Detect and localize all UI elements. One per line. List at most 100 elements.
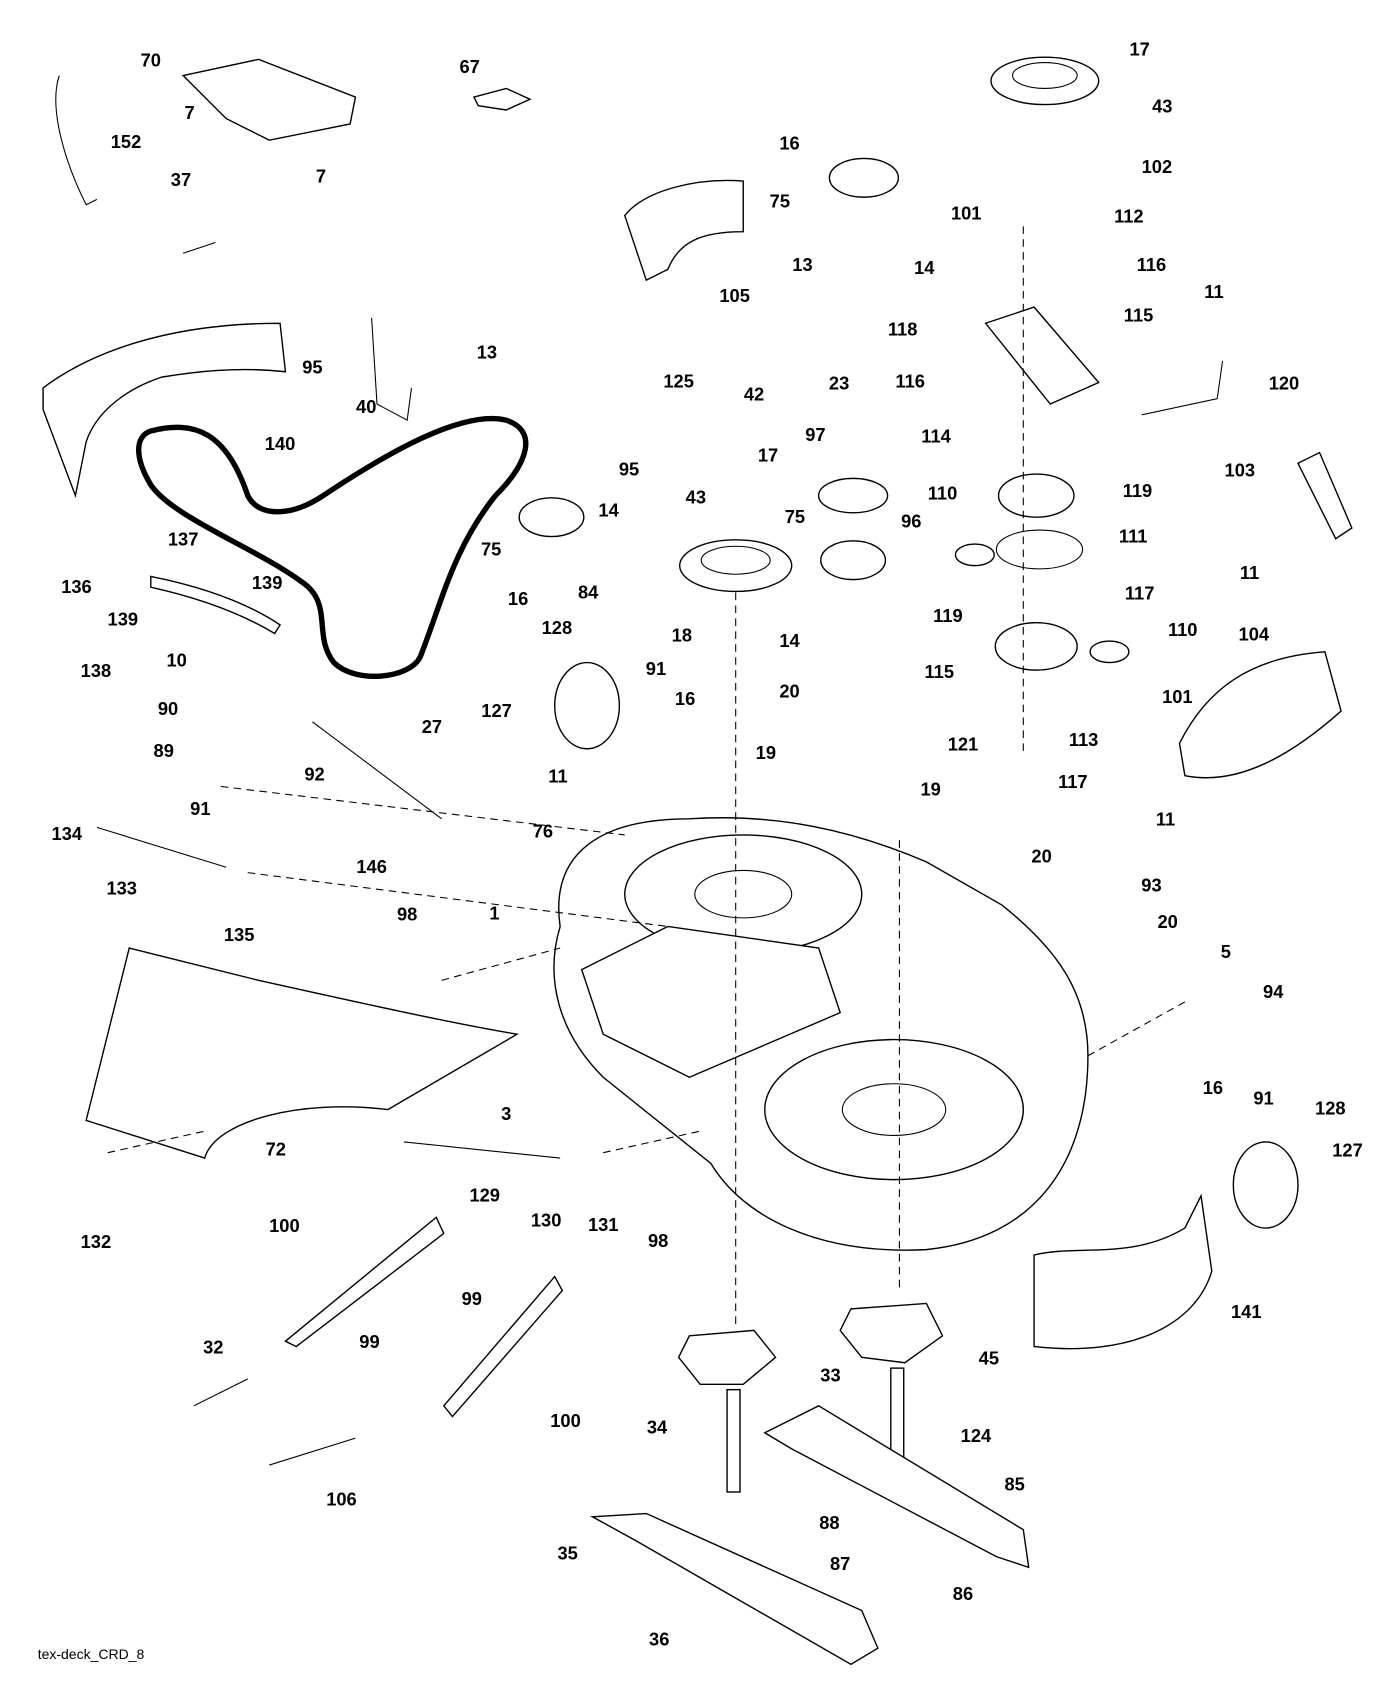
callout-label: 134 [52, 823, 83, 844]
rod-92 [312, 721, 442, 820]
callout-label: 43 [1152, 96, 1172, 117]
link-120 [1141, 360, 1224, 416]
callout-label: 36 [649, 1628, 669, 1649]
callout-label: 94 [1263, 981, 1284, 1002]
callout-label: 96 [901, 510, 921, 531]
callout-label: 11 [548, 766, 567, 787]
spring-32 [193, 1378, 248, 1407]
callout-label: 125 [663, 370, 694, 391]
callout-label: 75 [785, 506, 805, 527]
callout-label: 67 [459, 56, 479, 77]
callout-label: 32 [203, 1337, 223, 1358]
callout-label: 13 [792, 254, 812, 275]
callout-label: 133 [106, 878, 137, 899]
callout-label: 128 [1315, 1097, 1346, 1118]
callout-label: 119 [1123, 480, 1153, 501]
callout-label: 101 [1162, 686, 1193, 707]
bracket-70 [181, 58, 357, 141]
callout-label: 76 [533, 821, 553, 842]
callout-label: 16 [675, 688, 695, 709]
callout-label: 20 [779, 681, 799, 702]
callout-label: 11 [1156, 809, 1175, 830]
callout-label: 40 [356, 396, 376, 417]
callout-label: 5 [1221, 941, 1231, 962]
spindle-housing-45 [839, 1302, 944, 1364]
handle-67 [472, 87, 532, 111]
gear-119-top [997, 473, 1075, 518]
callout-label: 91 [646, 658, 666, 679]
callout-label: 106 [326, 1488, 357, 1509]
spindle-housing-33 [677, 1329, 777, 1385]
spring-152 [182, 241, 216, 254]
diagram-id-caption: tex-deck_CRD_8 [38, 1646, 145, 1662]
guard-103 [1297, 451, 1353, 540]
callout-label: 127 [481, 700, 512, 721]
rod-129 [403, 1141, 561, 1159]
rod-134 [96, 826, 227, 868]
callout-label: 141 [1231, 1301, 1262, 1322]
callout-label: 91 [190, 798, 210, 819]
gear-110-right [1089, 640, 1130, 664]
callout-label: 35 [557, 1542, 577, 1563]
callout-label: 132 [81, 1231, 112, 1252]
callout-label: 16 [1203, 1077, 1223, 1098]
callout-label: 14 [914, 257, 935, 278]
callout-label: 117 [1125, 583, 1155, 604]
callout-label: 146 [356, 856, 387, 877]
callout-label: 17 [1129, 39, 1149, 60]
lift-arm-99-upper [284, 1216, 445, 1348]
callout-label: 116 [895, 370, 925, 391]
callout-label: 86 [953, 1583, 973, 1604]
deck-baffle [580, 925, 842, 1079]
callout-label: 135 [224, 924, 255, 945]
rod-40 [371, 317, 413, 422]
callout-label: 110 [1168, 619, 1198, 640]
callout-label: 16 [779, 132, 799, 153]
callout-label: 111 [1119, 525, 1148, 546]
callout-label: 14 [779, 630, 800, 651]
callout-label: 103 [1225, 460, 1256, 481]
callout-label: 18 [672, 625, 692, 646]
callout-label: 3 [501, 1103, 511, 1124]
callout-label: 139 [108, 608, 139, 629]
idler-pulley-75-right [820, 540, 887, 581]
hose-138 [150, 575, 282, 635]
blade-85 [763, 1405, 1030, 1569]
callout-label: 99 [359, 1331, 379, 1352]
callout-label: 33 [820, 1365, 840, 1386]
idler-pulley-75-top [828, 157, 900, 198]
gear-119-bottom [994, 622, 1078, 671]
gauge-wheel-right [1232, 1141, 1299, 1229]
callout-label: 42 [744, 383, 764, 404]
blade-35 [589, 1512, 879, 1666]
callout-label: 100 [550, 1410, 581, 1431]
idler-pulley-97 [817, 477, 889, 514]
callout-label: 75 [770, 190, 790, 211]
callout-label: 37 [171, 169, 191, 190]
callout-label: 19 [920, 779, 940, 800]
callout-label: 101 [951, 202, 982, 223]
callout-label: 95 [619, 459, 639, 480]
callout-label: 137 [168, 529, 199, 550]
callout-label: 115 [925, 661, 955, 682]
callout-label: 97 [805, 424, 825, 445]
callout-label: 16 [508, 588, 528, 609]
callout-label: 99 [462, 1288, 482, 1309]
callout-label: 136 [61, 576, 92, 597]
callout-label: 91 [1253, 1088, 1273, 1109]
callout-label: 11 [1240, 562, 1259, 583]
callout-label: 92 [304, 764, 324, 785]
deck-spindle-well-right [764, 1038, 1025, 1181]
callout-label: 98 [397, 904, 417, 925]
callout-label: 100 [269, 1215, 300, 1236]
callout-label: 17 [758, 445, 778, 466]
cable-152 [55, 75, 98, 206]
callout-label: 140 [265, 433, 296, 454]
callout-label: 113 [1069, 729, 1099, 750]
callout-label: 118 [888, 319, 918, 340]
callout-label: 87 [830, 1553, 850, 1574]
spindle-shaft-34 [726, 1388, 741, 1493]
gear-110-left [954, 543, 995, 567]
callout-label: 124 [961, 1425, 992, 1446]
